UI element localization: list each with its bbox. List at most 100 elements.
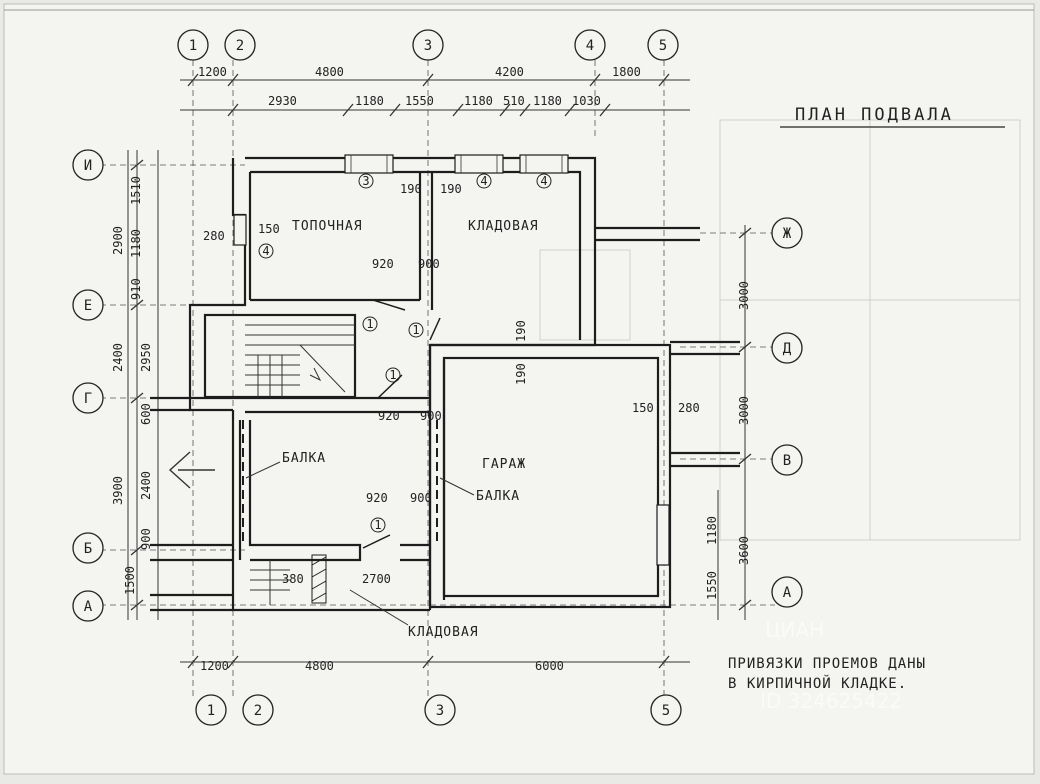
dim-opening-510: 510	[503, 94, 525, 108]
note-line-2: В КИРПИЧНОЙ КЛАДКЕ.	[728, 674, 907, 692]
axis-left-Б-label: Б	[84, 541, 92, 557]
opening-mark-label: 4	[540, 174, 547, 188]
dim-inner-2700: 2700	[362, 572, 391, 586]
dim-inner-280: 280	[203, 229, 225, 243]
opening-mark-circle	[385, 367, 401, 383]
dim-bottom-6000: 6000	[535, 659, 564, 673]
dim-inner-900c: 900	[410, 491, 432, 505]
dim-right-3000a: 3000	[737, 281, 751, 310]
dim-right-3000b: 3000	[737, 396, 751, 425]
dimension-lines	[127, 79, 746, 663]
axis-left-Г-label: Г	[84, 391, 92, 407]
dim-right-3600: 3600	[737, 536, 751, 565]
watermark-brand: ЦИАН	[765, 618, 824, 642]
axis-left-Г-circle	[72, 382, 104, 414]
paper-background	[3, 3, 1035, 775]
dim-opening-1180b: 1180	[464, 94, 493, 108]
dim-top-1800: 1800	[612, 65, 641, 79]
dim-left-3900: 3900	[111, 476, 125, 505]
axis-top-2-label: 2	[236, 38, 244, 54]
opening-mark-label: 3	[362, 174, 369, 188]
opening-mark-label: 1	[366, 317, 373, 331]
axis-left-Е-circle	[72, 289, 104, 321]
axis-right-Ж-circle	[771, 217, 803, 249]
dim-left-1180: 1180	[129, 229, 143, 258]
axis-bottom-1-label: 1	[207, 703, 215, 719]
dim-left-1510: 1510	[129, 176, 143, 205]
room-storage-top-label: КЛАДОВАЯ	[468, 219, 539, 234]
room-boiler-label: ТОПОЧНАЯ	[292, 219, 363, 234]
axis-top-1-circle	[177, 29, 209, 61]
axis-bottom-3-label: 3	[436, 703, 444, 719]
axis-right-В-circle	[771, 444, 803, 476]
opening-mark-label: 1	[412, 323, 419, 337]
opening-mark-circle	[370, 517, 386, 533]
dim-inner-190a: 190	[400, 182, 422, 196]
axis-left-А-circle	[72, 590, 104, 622]
axis-top-1-label: 1	[189, 38, 197, 54]
dim-left-2950: 2950	[139, 343, 153, 372]
dim-opening-2930: 2930	[268, 94, 297, 108]
beam-lines	[242, 420, 438, 545]
dim-left-2400b: 2400	[139, 471, 153, 500]
axis-top-4-label: 4	[586, 38, 594, 54]
axis-right-А-label: А	[783, 585, 792, 601]
stair-treads	[245, 324, 355, 397]
dim-inner-900a: 900	[418, 257, 440, 271]
dim-right-1550: 1550	[705, 571, 719, 600]
show-through-ghost	[539, 119, 1021, 541]
dim-inner-920a: 920	[372, 257, 394, 271]
opening-mark-circle	[536, 173, 552, 189]
dim-inner-190b: 190	[440, 182, 462, 196]
axis-right-В-label: В	[783, 453, 791, 469]
dim-left-900: 900	[139, 528, 153, 550]
dim-top-4200: 4200	[495, 65, 524, 79]
axis-left-А-label: А	[84, 599, 93, 615]
dim-inner-380: 380	[282, 572, 304, 586]
axis-left-Б-circle	[72, 532, 104, 564]
dim-left-1500: 1500	[123, 566, 137, 595]
axis-left-Е-label: Е	[84, 298, 92, 314]
axis-top-3-circle	[412, 29, 444, 61]
dimension-ticks	[130, 73, 752, 669]
axis-bottom-5-circle	[650, 694, 682, 726]
dim-opening-1180a: 1180	[355, 94, 384, 108]
walls	[150, 156, 740, 612]
beam-left-label: БАЛКА	[282, 451, 326, 466]
axis-bottom-5-label: 5	[662, 703, 670, 719]
dim-inner-190c: 190	[514, 320, 528, 342]
axis-left-И-circle	[72, 149, 104, 181]
opening-mark-circle	[362, 316, 378, 332]
beam-right-label: БАЛКА	[476, 489, 520, 504]
room-garage-label: ГАРАЖ	[482, 457, 526, 472]
room-storage-bottom-label: КЛАДОВАЯ	[408, 625, 479, 640]
dim-inner-900b: 900	[420, 409, 442, 423]
dim-opening-1550: 1550	[405, 94, 434, 108]
axis-bottom-3-circle	[424, 694, 456, 726]
axis-top-3-label: 3	[424, 38, 432, 54]
opening-mark-circle	[258, 243, 274, 259]
axis-right-Д-label: Д	[783, 341, 792, 357]
dim-inner-920c: 920	[366, 491, 388, 505]
dim-left-2900: 2900	[111, 226, 125, 255]
dim-bottom-1200: 1200	[200, 659, 229, 673]
opening-mark-label: 4	[480, 174, 487, 188]
dim-opening-1030: 1030	[572, 94, 601, 108]
door-swings	[362, 299, 441, 549]
note-line-1: ПРИВЯЗКИ ПРОЕМОВ ДАНЫ	[728, 656, 926, 672]
opening-mark-label: 4	[262, 244, 269, 258]
dim-left-600: 600	[139, 403, 153, 425]
plan-title: ПЛАН ПОДВАЛА	[795, 105, 954, 125]
axis-right-А-circle	[771, 576, 803, 608]
opening-mark-circle	[358, 173, 374, 189]
axis-right-Ж-label: Ж	[783, 226, 792, 242]
dim-opening-1180c: 1180	[533, 94, 562, 108]
dim-inner-150: 150	[258, 222, 280, 236]
opening-mark-circle	[408, 322, 424, 338]
dim-inner-190d: 190	[514, 363, 528, 385]
openings	[233, 154, 670, 566]
